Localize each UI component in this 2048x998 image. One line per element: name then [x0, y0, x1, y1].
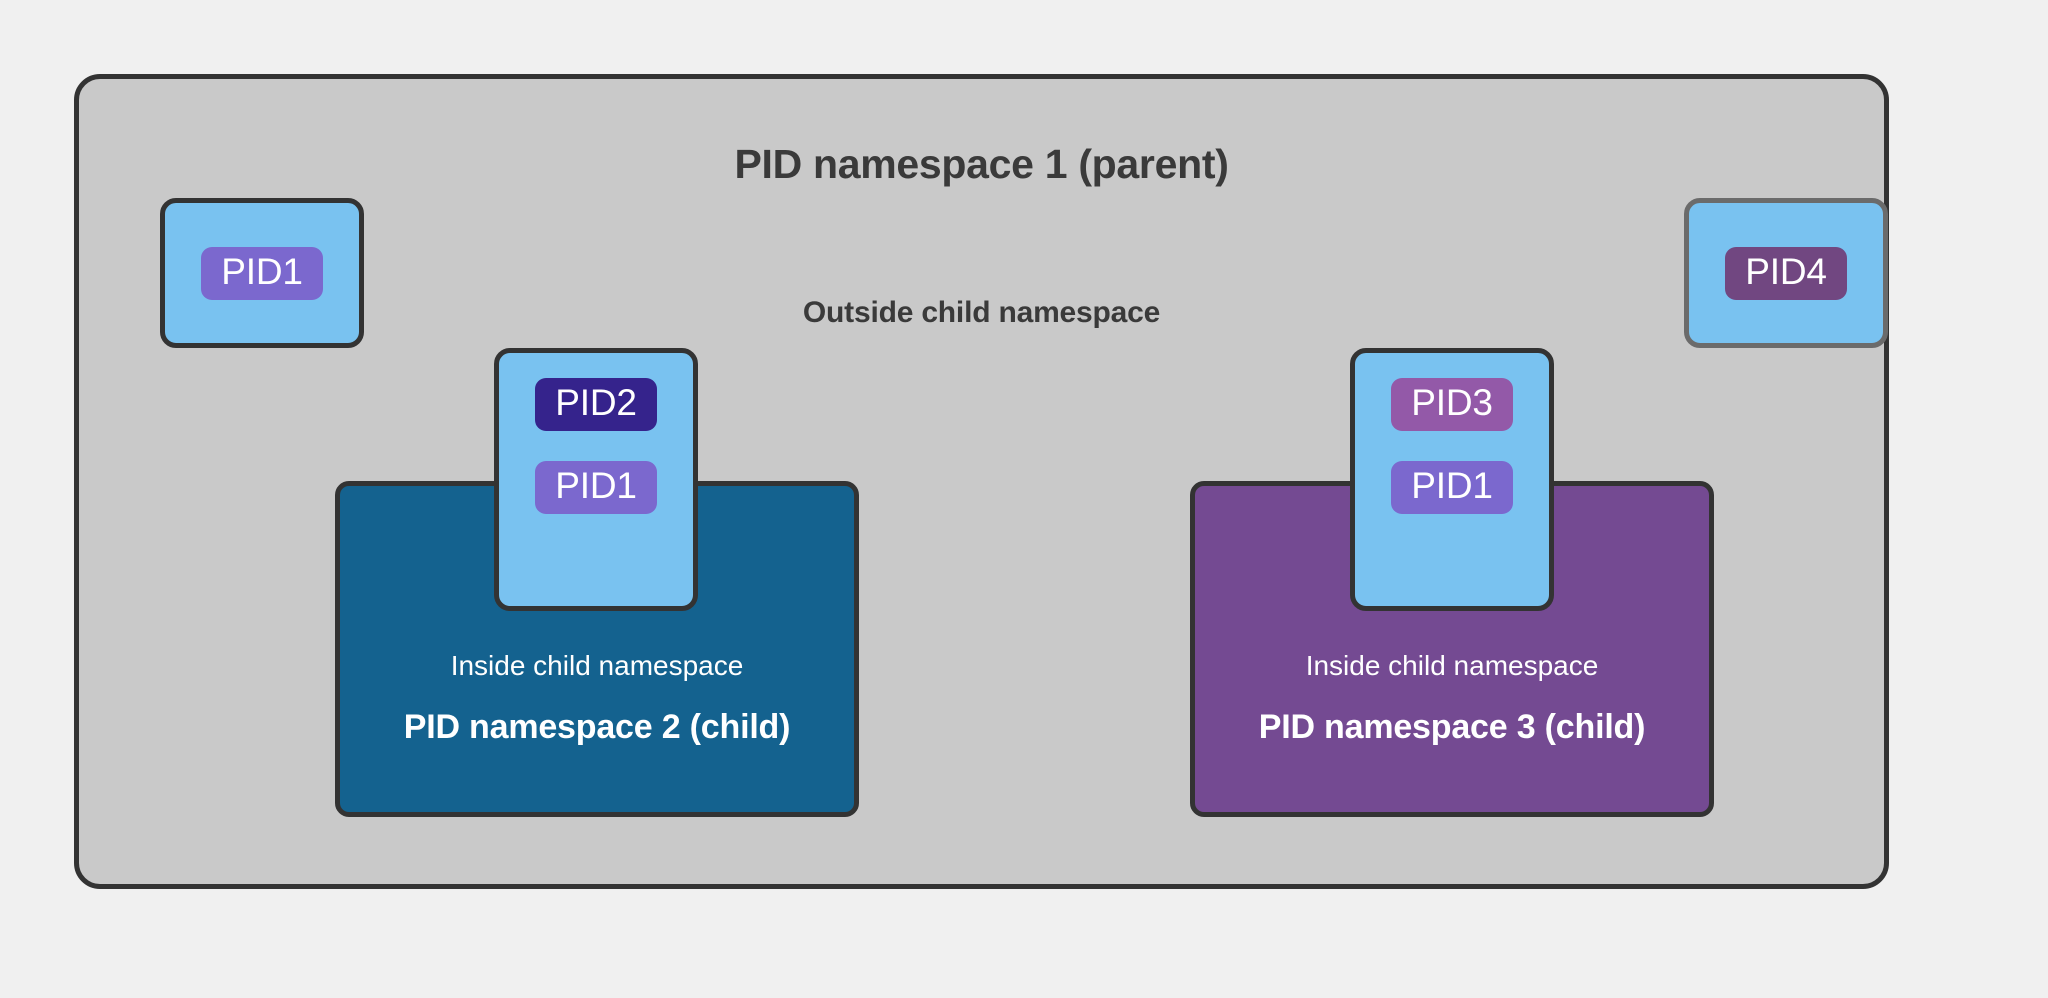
pid-badge-pid3-parent-view: PID3: [1391, 378, 1513, 431]
process-card-straddle-namespace-3: PID3 PID1: [1350, 348, 1554, 611]
child-namespace-2-title: PID namespace 2 (child): [403, 708, 791, 746]
child-namespace-3-title: PID namespace 3 (child): [1258, 708, 1646, 746]
pid-badge-pid1-parent: PID1: [201, 246, 323, 300]
pid-badge-pid2-parent-view: PID2: [535, 378, 657, 431]
outside-child-namespace-label: Outside child namespace: [802, 296, 1161, 329]
child-namespace-2-inner-label: Inside child namespace: [450, 650, 744, 681]
process-card-pid1-parent: PID1: [160, 198, 364, 348]
pid-badge-pid1-child-namespace-2: PID1: [535, 461, 657, 514]
process-card-pid4-parent: PID4: [1684, 198, 1888, 348]
process-card-straddle-namespace-2: PID2 PID1: [494, 348, 698, 611]
parent-namespace-title: PID namespace 1 (parent): [734, 141, 1229, 187]
pid-badge-pid1-child-namespace-3: PID1: [1391, 461, 1513, 514]
child-namespace-3-inner-label: Inside child namespace: [1305, 650, 1599, 681]
pid-badge-pid4-parent: PID4: [1725, 246, 1847, 300]
